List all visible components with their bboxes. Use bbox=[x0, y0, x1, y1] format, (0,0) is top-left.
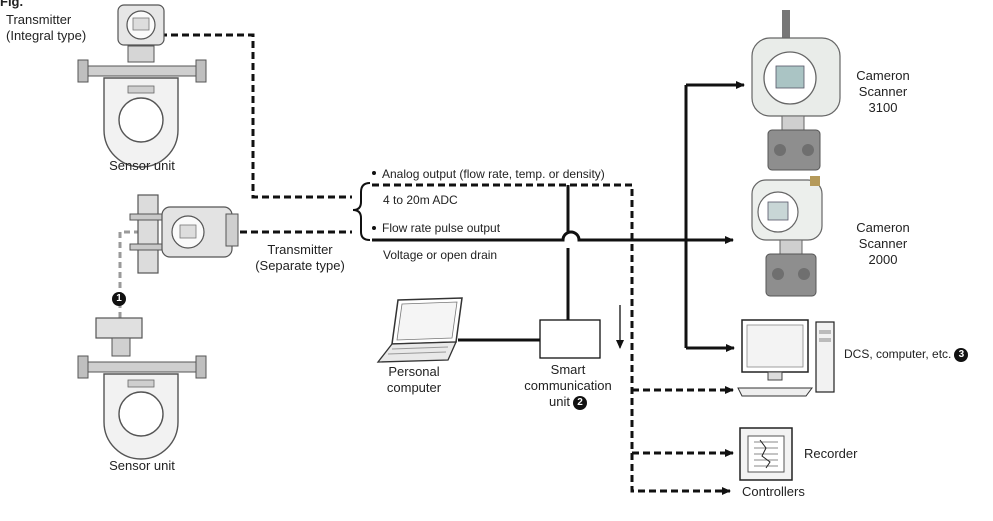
bullet-analog bbox=[372, 171, 376, 175]
laptop-image bbox=[376, 297, 463, 363]
smart-comm-line3: unit bbox=[549, 394, 570, 409]
connection-lines bbox=[160, 33, 745, 495]
badge-2: 2 bbox=[572, 395, 587, 410]
analog-output-sub: 4 to 20m ADC bbox=[383, 193, 458, 207]
scanner-3100-line2: Scanner bbox=[858, 84, 908, 99]
scanner-3100-line1: Cameron bbox=[856, 68, 910, 83]
output-brace bbox=[352, 182, 371, 241]
transmitter-separate-line1: Transmitter bbox=[267, 242, 333, 257]
scanner-2000-line2: Scanner bbox=[858, 236, 908, 251]
scanner-2000-line1: Cameron bbox=[856, 220, 910, 235]
separate-transmitter-image bbox=[129, 194, 239, 274]
integral-to-output-line bbox=[160, 33, 352, 199]
badge-1-label: 1 bbox=[112, 290, 126, 306]
analog-output-line bbox=[372, 183, 731, 495]
dcs-computer-image bbox=[737, 319, 835, 397]
pulse-output-line bbox=[372, 230, 734, 244]
scanner-2000-image bbox=[751, 176, 823, 297]
transmitter-integral-line2: (Integral type) bbox=[6, 28, 87, 43]
personal-computer-line2: computer bbox=[386, 380, 442, 395]
transmitter-separate-label: Transmitter (Separate type) bbox=[244, 242, 356, 274]
dcs-text: DCS, computer, etc. bbox=[844, 347, 952, 361]
scanner-2000-label: Cameron Scanner 2000 bbox=[848, 220, 918, 268]
bullet-pulse bbox=[372, 226, 376, 230]
scanner-3100-line3: 3100 bbox=[868, 100, 898, 115]
pulse-output-title: Flow rate pulse output bbox=[382, 221, 501, 235]
sensor-unit-top-label: Sensor unit bbox=[109, 158, 175, 173]
separate-sensor-image bbox=[77, 317, 207, 460]
smart-comm-line2: communication bbox=[524, 378, 612, 393]
pulse-output-sub: Voltage or open drain bbox=[383, 248, 498, 262]
transmitter-separate-line2: (Separate type) bbox=[255, 258, 345, 273]
integral-flowmeter-image bbox=[77, 4, 207, 168]
transmitter-integral-line1: Transmitter bbox=[6, 12, 72, 27]
personal-computer-label: Personal computer bbox=[374, 364, 454, 396]
sensor-unit-bottom-label: Sensor unit bbox=[109, 458, 175, 473]
smart-comm-line1: Smart bbox=[550, 362, 586, 377]
badge-1: 1 bbox=[112, 291, 126, 306]
figure-label: Fig. bbox=[0, 0, 24, 9]
recorder-image bbox=[739, 427, 793, 481]
scanner-3100-image bbox=[751, 10, 841, 171]
recorder-label: Recorder bbox=[804, 446, 858, 461]
smart-comm-box bbox=[539, 319, 601, 359]
analog-output-title: Analog output (flow rate, temp. or densi… bbox=[382, 167, 605, 181]
dcs-label: DCS, computer, etc.3 bbox=[844, 346, 969, 362]
personal-computer-line1: Personal bbox=[388, 364, 440, 379]
controllers-label: Controllers bbox=[742, 484, 805, 499]
badge-3: 3 bbox=[954, 347, 969, 362]
scanner-2000-line3: 2000 bbox=[868, 252, 898, 267]
transmitter-integral-label: Transmitter (Integral type) bbox=[6, 12, 86, 44]
scanner-3100-label: Cameron Scanner 3100 bbox=[848, 68, 918, 116]
